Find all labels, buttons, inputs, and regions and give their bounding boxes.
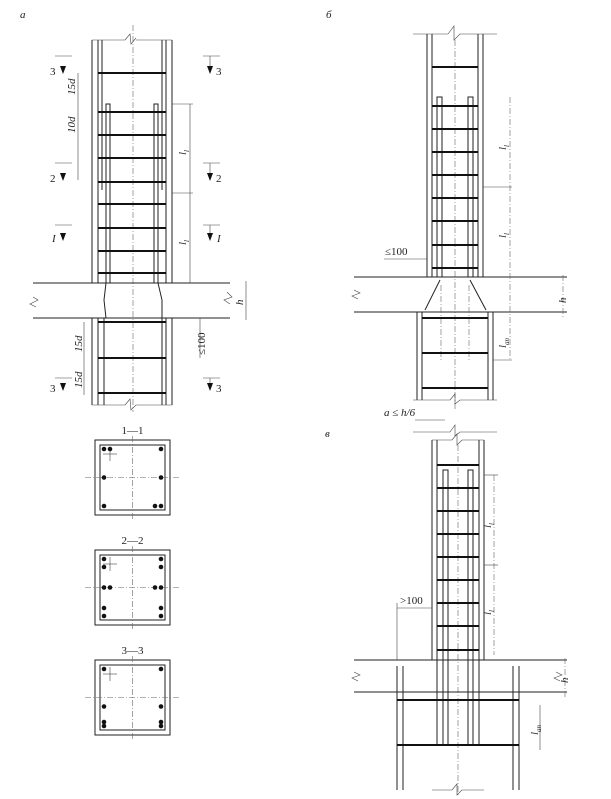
- dim-l1: ll: [482, 610, 496, 615]
- section-marks: 3 3 2 2 I I 3 3: [50, 55, 222, 395]
- rebar-dot: [158, 556, 164, 562]
- panel-v-column: ll ll >100 h lan: [351, 433, 571, 796]
- dim-lan: lan: [497, 337, 511, 348]
- dim-le100: ≤100: [196, 332, 208, 355]
- dim-l1: ll: [177, 150, 191, 155]
- cross-section: 1—1: [85, 425, 180, 519]
- rebar-dot: [158, 719, 164, 725]
- rebar-dot: [101, 613, 107, 619]
- dim-l1: ll: [177, 240, 191, 245]
- rebar-dot: [158, 475, 164, 480]
- dim-gt100: >100: [400, 595, 423, 607]
- rebar-dot: [158, 666, 164, 672]
- panel-label-b: б: [326, 9, 332, 21]
- dim-10d: 10d: [66, 116, 78, 133]
- rebar-dot: [101, 666, 107, 672]
- section-mark-3: 3: [216, 383, 222, 395]
- rebar-dot: [158, 446, 164, 452]
- rebar-dot: [101, 605, 107, 611]
- rebar-dot: [158, 704, 164, 709]
- cross-sections: 1—1 2—2 3—3: [85, 425, 180, 739]
- dim-15d: 15d: [73, 335, 85, 352]
- rebar-dot: [158, 605, 164, 611]
- rebar-dot: [158, 564, 164, 570]
- rebar-dot: [107, 585, 113, 590]
- dim-l1: ll: [497, 145, 511, 150]
- panel-label-a: а: [20, 9, 26, 21]
- section-mark-3: 3: [50, 66, 56, 78]
- rebar-dot: [152, 503, 158, 509]
- cross-section-title: 3—3: [122, 645, 145, 657]
- section-mark-2: 2: [50, 173, 56, 185]
- section-mark-1: I: [216, 233, 222, 245]
- rebar-dot: [101, 704, 107, 709]
- dim-lan: lan: [529, 724, 543, 735]
- panel-label-v: в: [325, 428, 330, 440]
- rebar-dot: [107, 446, 113, 452]
- section-mark-1: I: [51, 233, 57, 245]
- rebar-dot: [101, 556, 107, 562]
- rebar-dot: [158, 613, 164, 619]
- dim-h: h: [559, 677, 571, 683]
- rebar-dot: [101, 564, 107, 570]
- rebar-dot: [152, 585, 158, 590]
- rebar-dot: [158, 585, 164, 590]
- rebar-dot: [101, 585, 107, 590]
- panel-a-column: 3 3 2 2 I I 3 3 15d 10d ll ll h ≤100 15d…: [29, 25, 247, 412]
- dim-15d: 15d: [66, 78, 78, 95]
- dim-l1: ll: [497, 233, 511, 238]
- dim-l1: ll: [482, 523, 496, 528]
- section-mark-3: 3: [50, 383, 56, 395]
- dim-15d: 15d: [73, 371, 85, 388]
- cross-section: 3—3: [85, 645, 180, 739]
- rebar-dot: [101, 475, 107, 480]
- dim-h: h: [234, 299, 246, 305]
- dim-h: h: [557, 297, 569, 303]
- section-mark-3: 3: [216, 66, 222, 78]
- dim-le100: ≤100: [385, 246, 408, 258]
- rebar-dot: [158, 503, 164, 509]
- cross-section-title: 1—1: [122, 425, 144, 437]
- rebar-dot: [158, 723, 164, 729]
- panel-b-column: ll ll lan ≤100 h a ≤ h/6: [351, 25, 569, 437]
- rebar-dot: [101, 503, 107, 509]
- cross-section: 2—2: [85, 535, 180, 629]
- rebar-dot: [101, 446, 107, 452]
- cross-section-title: 2—2: [122, 535, 144, 547]
- rebar-dot: [101, 723, 107, 729]
- section-mark-2: 2: [216, 173, 222, 185]
- dim-a: a ≤ h/6: [384, 407, 416, 419]
- rebar-dot: [101, 719, 107, 725]
